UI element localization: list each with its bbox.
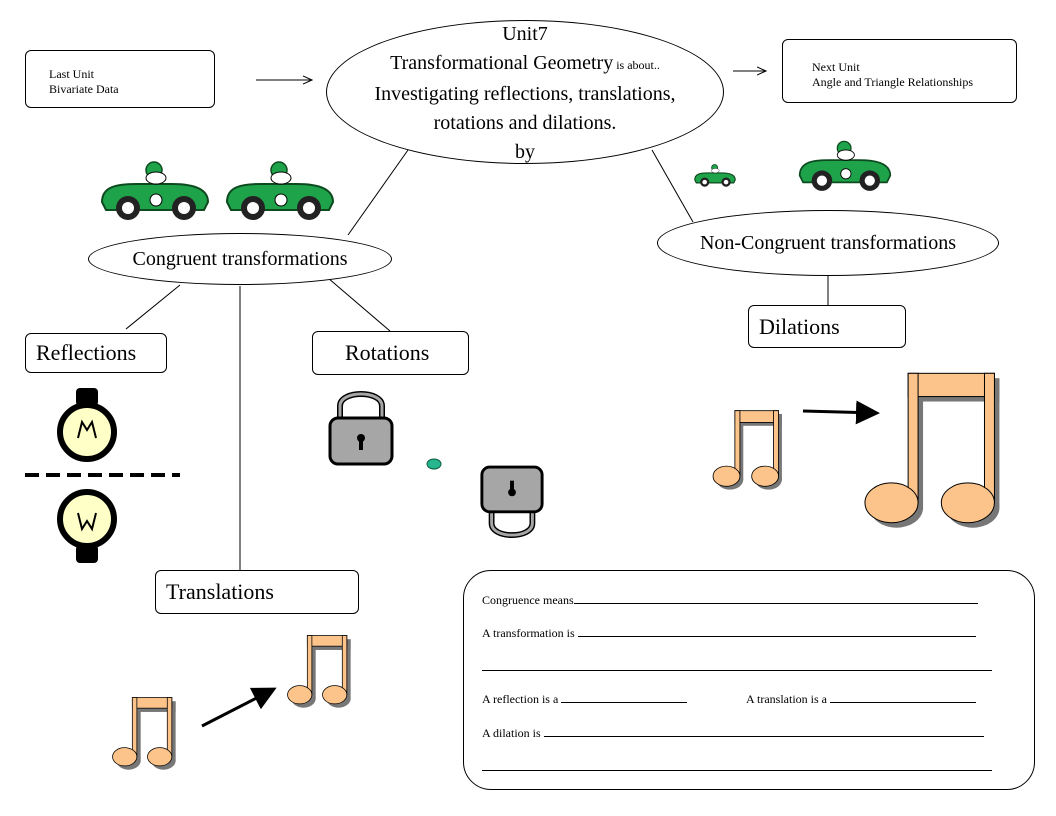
dilation-answer-blank-2[interactable]: [482, 759, 992, 771]
unit-center-ellipse: Unit7 Transformational Geometry is about…: [326, 20, 724, 164]
race-car-icon: [225, 161, 335, 220]
unit-by: by: [514, 140, 535, 163]
definitions-worksheet: Congruence means A transformation is A r…: [463, 570, 1035, 790]
noncongruent-transformations-ellipse: Non-Congruent transformations: [657, 210, 999, 276]
lightbulb-icon: [57, 489, 117, 563]
dilation-arrow: [802, 400, 880, 425]
unit-number: Unit7: [502, 22, 548, 45]
transformation-prompt: A transformation is: [482, 626, 578, 640]
line-center-congruent: [347, 149, 409, 236]
next-unit-box: Next Unit Angle and Triangle Relationshi…: [782, 39, 1017, 103]
large-race-car-icon: [798, 140, 892, 191]
reflections-box: Reflections: [25, 333, 167, 373]
noncongruent-label: Non-Congruent transformations: [699, 231, 957, 254]
dilation-prompt: A dilation is: [482, 726, 544, 740]
next-unit-title: Next Unit: [812, 60, 860, 74]
race-car-icon: [100, 161, 210, 220]
large-music-note-icon: [864, 372, 1000, 528]
translations-box: Translations: [155, 570, 359, 614]
translation-prompt: A translation is a: [746, 692, 830, 706]
line-center-noncongruent: [651, 149, 694, 223]
next-unit-name: Angle and Triangle Relationships: [812, 75, 973, 89]
unit-title: Transformational Geometry: [390, 51, 614, 74]
last-unit-name: Bivariate Data: [49, 82, 119, 96]
rotations-label: Rotations: [345, 340, 430, 365]
dilation-answer-blank[interactable]: [543, 725, 984, 737]
translated-music-note-icon: [287, 635, 351, 708]
rotations-box: Rotations: [312, 331, 469, 375]
unit-description-2: rotations and dilations.: [433, 111, 617, 134]
lightbulb-icon: [57, 388, 117, 462]
reflection-answer-blank[interactable]: [561, 691, 688, 703]
small-race-car-icon: [694, 164, 736, 187]
congruent-label: Congruent transformations: [132, 247, 348, 270]
rotation-center-dot: [426, 458, 442, 470]
line-congruent-reflections: [125, 284, 181, 330]
translations-label: Translations: [166, 579, 274, 604]
music-note-icon: [712, 410, 782, 490]
reflections-label: Reflections: [36, 340, 137, 365]
padlock-icon: [328, 391, 394, 466]
line-congruent-rotations: [327, 277, 391, 332]
translation-answer-blank[interactable]: [830, 691, 976, 703]
rotated-padlock-icon: [480, 465, 544, 538]
dilations-box: Dilations: [748, 305, 906, 348]
music-note-icon: [112, 697, 176, 770]
unit-description-1: Investigating reflections, translations,: [374, 82, 676, 105]
translation-arrow: [201, 687, 277, 728]
transformation-answer-blank[interactable]: [577, 625, 976, 637]
congruent-transformations-ellipse: Congruent transformations: [88, 233, 392, 285]
transformation-answer-blank-2[interactable]: [482, 659, 992, 671]
congruence-prompt: Congruence means: [482, 593, 574, 607]
dilations-label: Dilations: [759, 313, 840, 339]
congruence-answer-blank[interactable]: [573, 592, 978, 604]
last-unit-title: Last Unit: [49, 67, 94, 81]
last-unit-box: Last Unit Bivariate Data: [25, 50, 215, 108]
unit-title-suffix: is about..: [613, 57, 660, 72]
reflection-prompt: A reflection is a: [482, 692, 562, 706]
